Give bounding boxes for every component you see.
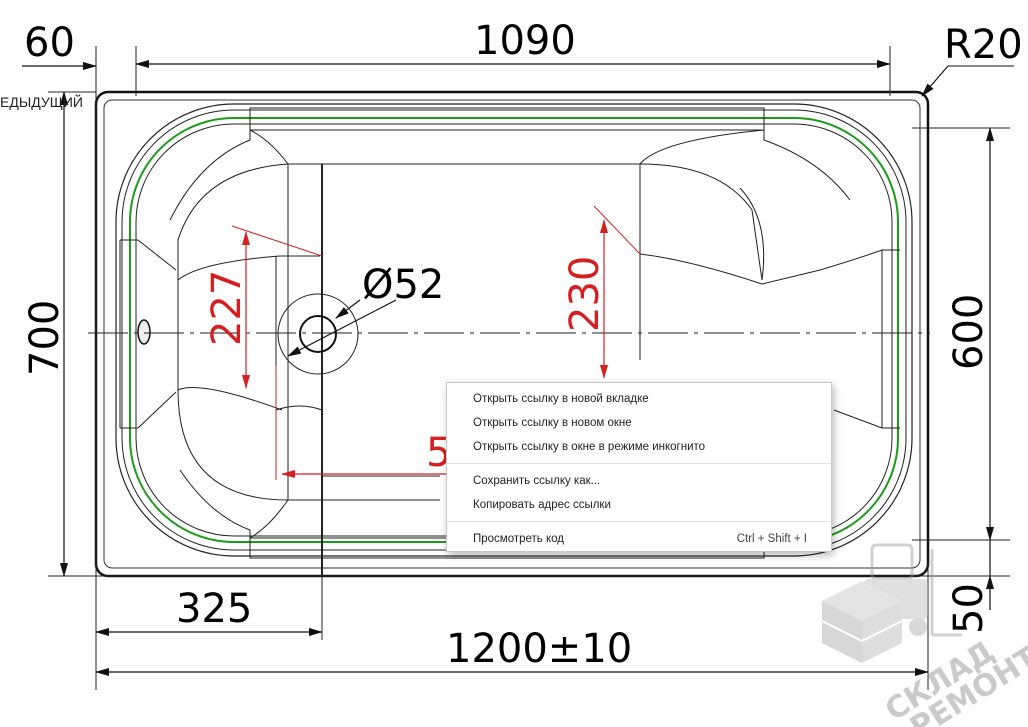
watermark-logo: СКЛАД РЕМОНТА <box>822 543 1028 727</box>
dim-text-700: 700 <box>22 300 68 376</box>
dim-leader-drain <box>287 299 397 357</box>
red-ext-227 <box>231 225 323 257</box>
dim-text-600: 600 <box>946 294 992 370</box>
dim-leader-drain-2 <box>335 299 361 319</box>
menu-separator <box>447 463 831 464</box>
context-menu: Открыть ссылку в новой вкладке Открыть с… <box>446 382 832 552</box>
dim-text-drain: Ø52 <box>362 262 444 308</box>
red-ext-230 <box>593 205 641 255</box>
menu-item-label: Открыть ссылку в окне в режиме инкогнито <box>473 441 706 453</box>
menu-item-label: Открыть ссылку в новой вкладке <box>473 393 649 405</box>
overflow-fitting <box>137 319 151 345</box>
dim-text-60: 60 <box>24 20 75 66</box>
drain-inner <box>299 315 337 353</box>
menu-item-label: Копировать адрес ссылки <box>473 499 611 511</box>
inner-bowl-lines <box>119 129 907 576</box>
menu-shortcut: Ctrl + Shift + I <box>736 533 807 545</box>
bowl-outer-contour <box>115 103 913 557</box>
menu-separator <box>447 521 831 522</box>
menu-item-label: Сохранить ссылку как... <box>473 475 601 487</box>
brick-stack-icon <box>822 581 903 663</box>
menu-inspect[interactable]: Просмотреть код Ctrl + Shift + I <box>447 527 831 551</box>
menu-copy-link-address[interactable]: Копировать адрес ссылки <box>447 493 831 517</box>
menu-open-new-tab[interactable]: Открыть ссылку в новой вкладке <box>447 387 831 411</box>
dim-text-r20: R20 <box>944 22 1023 68</box>
menu-item-label: Открыть ссылку в новом окне <box>473 417 632 429</box>
menu-open-incognito[interactable]: Открыть ссылку в окне в режиме инкогнито <box>447 435 831 459</box>
dim-leader-r20 <box>921 65 949 97</box>
dim-text-227: 227 <box>204 270 250 346</box>
dim-text-325: 325 <box>176 586 252 632</box>
menu-open-new-window[interactable]: Открыть ссылку в новом окне <box>447 411 831 435</box>
dim-text-230: 230 <box>562 256 608 332</box>
dim-text-50: 50 <box>946 583 992 634</box>
forklift-icon <box>864 543 962 637</box>
menu-save-link-as[interactable]: Сохранить ссылку как... <box>447 469 831 493</box>
tub-inner-rim <box>103 99 921 569</box>
dim-text-1200: 1200±10 <box>446 626 632 672</box>
menu-item-label: Просмотреть код <box>473 533 565 545</box>
drain-outer <box>277 293 359 375</box>
previous-link[interactable]: ЕДЫДУЩИЙ <box>0 94 83 110</box>
dim-text-1090: 1090 <box>474 18 576 64</box>
top-band <box>249 107 765 131</box>
